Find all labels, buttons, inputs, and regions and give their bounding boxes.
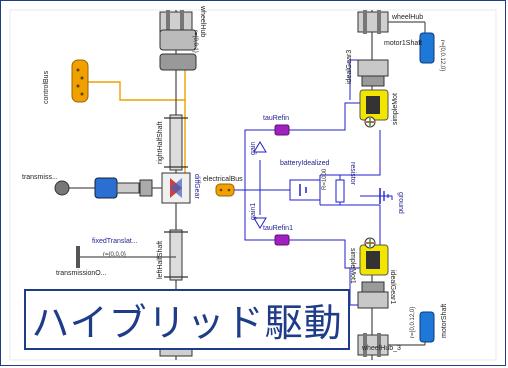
wheel-hub-label: wheelHub (392, 14, 424, 21)
control-bus-connector (71, 59, 89, 103)
electrical-bus-connector (215, 183, 235, 197)
transmission-label: transmiss... (22, 174, 58, 181)
fixed-translation-label: fixedTranslat... (92, 238, 138, 245)
simple-motor-upper (359, 89, 389, 128)
transmission-node (54, 180, 70, 196)
r-motor-label: r={0,0.12,0} (410, 306, 416, 338)
right-bottom-wheel-hub (357, 333, 389, 357)
tau-ref-1-label: tauRefin1 (263, 225, 293, 232)
simple-mot-label: simpleMot (392, 93, 399, 125)
wheel-hub-3-label: wheelHub_3 (362, 345, 401, 352)
transmission-o-label: transmissionO... (56, 270, 107, 277)
r-motor1-label: r={0,0.12,0} (439, 40, 445, 72)
simple-mot1-label: simpleMot1 (349, 248, 356, 284)
left-half-shaft (164, 229, 188, 281)
top-gear (159, 29, 197, 71)
control-bus-wire (88, 81, 186, 175)
gain1-triangle (253, 217, 267, 229)
ideal-gear-lower (357, 281, 389, 309)
battery (289, 179, 321, 201)
differential (161, 172, 191, 204)
right-top-wheel-hub (357, 10, 389, 34)
resistor (335, 179, 345, 203)
hybrid-drive-banner: ハイブリッド駆動 (24, 289, 350, 350)
motor-shaft-label: motorShaft (441, 303, 448, 338)
resistor-label: resistor (349, 162, 356, 185)
ground (360, 188, 389, 204)
r-vector-label: r={0,0,0} (103, 252, 126, 258)
motor-shaft (419, 311, 435, 343)
r-top-label: r={0,0.1} (192, 30, 198, 53)
ground-label: ground (397, 192, 404, 214)
tau-ref-plug-1 (274, 234, 290, 246)
diff-gear-label: diffGear (193, 174, 200, 199)
right-half-shaft-label: rightHalfShaft (157, 121, 164, 164)
motor1-shaft (419, 32, 435, 64)
ideal-gear-upper (357, 59, 389, 87)
control-bus-label: controlBus (43, 70, 50, 104)
electrical-bus-label: electricalBus (203, 176, 243, 183)
right-half-shaft (164, 114, 188, 171)
battery-label: batteryIdealized (280, 160, 330, 167)
ideal-gear-label: idealGear3 (346, 49, 353, 84)
tau-ref-plug (274, 124, 290, 136)
left-half-shaft-label: leftHalfShaft (157, 240, 164, 279)
gain1-label: gain1 (250, 202, 257, 220)
engine-block (94, 177, 153, 199)
motor1-shaft-label: motor1Shaft (384, 40, 423, 47)
simple-motor-lower (359, 237, 389, 276)
tau-ref-label: tauRefin (263, 115, 290, 122)
wheel-top-left-label: wheelHub (199, 6, 206, 38)
gain-label: gain (250, 141, 257, 155)
fixed-translation (76, 246, 176, 268)
gain-triangle (253, 141, 267, 153)
ideal-gear1-label: idealGear1 (389, 270, 396, 305)
r-value-label: R=1000 (322, 168, 328, 190)
